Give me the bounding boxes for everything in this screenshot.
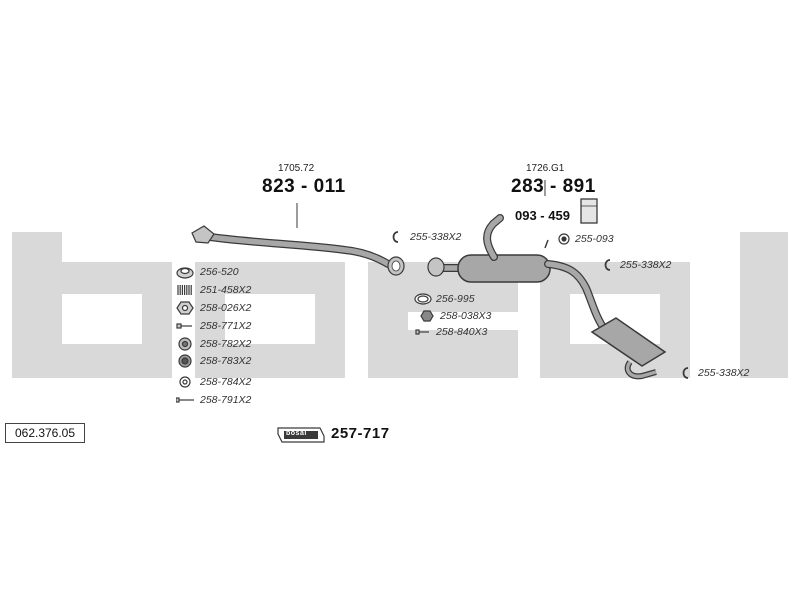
mounting-kit-box [277,427,325,443]
bolt-icon [415,329,429,335]
part-code-label: 258-791X2 [200,394,252,406]
rear-section-ref: 1726.G1 [526,163,565,174]
front-pipe [191,203,405,276]
small-bolt-icon [176,323,192,329]
gasket-icon [414,293,432,305]
part-code-label: 255-093 [575,233,614,245]
part-code-label: 255-338X2 [410,231,462,243]
spring-icon [177,285,192,295]
clamp-icon [604,259,611,271]
front-pipe-ref: 1705.72 [278,163,315,174]
part-code-label: 256-995 [436,293,475,305]
rubber-bracket [580,198,598,224]
bracket-part-label: 093 - 459 [515,208,570,223]
gasket-ring-icon [176,267,194,279]
rear-section-part: 283 - 891 [511,176,596,197]
ring-icon [179,376,191,388]
flange-nut-icon [178,354,192,368]
rubber-mount-icon [558,233,570,245]
part-code-label: 251-458X2 [200,284,252,296]
part-code-label: 258-026X2 [200,302,252,314]
rear-section [427,180,667,380]
part-code-label: 258-771X2 [200,320,252,332]
washer-icon [178,337,192,351]
hex-nut-icon [176,301,194,315]
mounting-kit-logo: bosal [286,430,307,437]
part-code-label: 258-783X2 [200,355,252,367]
clamp-icon [682,367,689,379]
nut-icon [420,310,434,322]
mounting-kit-part: 257-717 [331,425,390,442]
part-code-label: 258-840X3 [436,326,488,338]
catalog-number: 062.376.05 [5,423,85,443]
part-code-label: 258-784X2 [200,376,252,388]
front-pipe-part: 823 - 011 [262,176,346,197]
part-code-label: 258-038X3 [440,310,492,322]
part-code-label: 255-338X2 [620,259,672,271]
part-code-label: 256-520 [200,266,239,278]
part-code-label: 255-338X2 [698,367,750,379]
part-code-label: 258-782X2 [200,338,252,350]
long-bolt-icon [176,397,194,403]
clamp-icon [392,231,399,243]
